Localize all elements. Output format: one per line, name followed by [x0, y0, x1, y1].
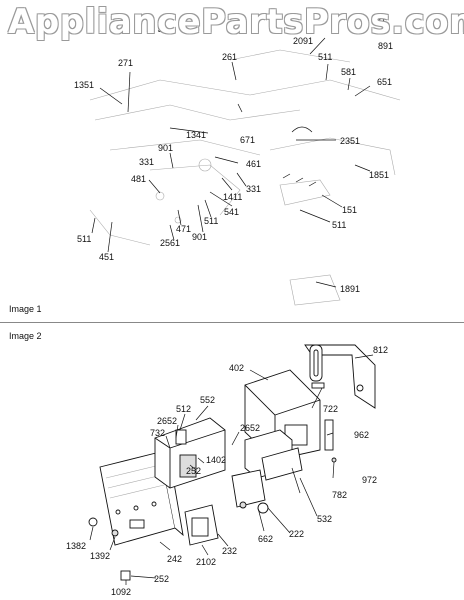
- image1-drawing: [89, 49, 401, 306]
- callout: 1 51: [150, 24, 168, 34]
- callout: 541: [224, 207, 239, 217]
- callout: 451: [99, 252, 114, 262]
- image1-callouts: 1351 271 261 881 891 2091 511 581 651 13…: [74, 16, 393, 294]
- callout: 581: [341, 67, 356, 77]
- callout: 1351: [74, 80, 94, 90]
- callout: 1891: [340, 284, 360, 294]
- callout: 722: [323, 404, 338, 414]
- callout: 511: [204, 216, 218, 226]
- callout: 252: [186, 466, 201, 476]
- callout: 671: [240, 135, 255, 145]
- callout: 511: [318, 52, 332, 62]
- callout: 331: [246, 184, 261, 194]
- callout: 962: [354, 430, 369, 440]
- callout: 901: [192, 232, 207, 242]
- callout: 481: [131, 174, 146, 184]
- callout: 1411: [223, 192, 242, 202]
- callout: 271: [118, 58, 133, 68]
- callout: 662: [258, 534, 273, 544]
- callout: 151: [342, 205, 357, 215]
- callout: 1851: [369, 170, 389, 180]
- callout: 532: [317, 514, 332, 524]
- callout: 1341: [186, 130, 206, 140]
- callout: 232: [222, 546, 237, 556]
- callout: 471: [176, 224, 191, 234]
- callout: 782: [332, 490, 347, 500]
- callout: 972: [362, 475, 377, 485]
- callout: 2561: [160, 238, 180, 248]
- callout: 2091: [293, 36, 313, 46]
- callout: 331: [139, 157, 154, 167]
- callout: 1092: [111, 587, 131, 597]
- callout: 1392: [90, 551, 110, 561]
- panel-divider: [0, 322, 464, 323]
- callout: 261: [222, 52, 237, 62]
- callout: 511: [77, 234, 91, 244]
- callout: 2652: [157, 416, 177, 426]
- callout: 252: [154, 574, 169, 584]
- callout: 512: [176, 404, 191, 414]
- callout: 222: [289, 529, 304, 539]
- callout: 651: [377, 77, 392, 87]
- callout: 1402: [206, 455, 226, 465]
- callout: 461: [246, 159, 261, 169]
- callout: 511: [332, 220, 346, 230]
- image2-callouts: 812 402 722 552 512 2652 732 2652 962 14…: [66, 345, 388, 597]
- callout: 812: [373, 345, 388, 355]
- image2-label: Image 2: [9, 331, 42, 341]
- callout: 402: [229, 363, 244, 373]
- callout: 2652: [240, 423, 260, 433]
- callout: 901: [158, 143, 173, 153]
- callout: 881: [371, 16, 386, 26]
- callout: 891: [378, 41, 393, 51]
- callout: 552: [200, 395, 215, 405]
- callout: 2102: [196, 557, 216, 567]
- callout: 1382: [66, 541, 86, 551]
- image2-drawing: [88, 344, 376, 581]
- callout: 2351: [340, 136, 360, 146]
- callout: 242: [167, 554, 182, 564]
- image2-leaders: [89, 354, 374, 585]
- callout: 732: [150, 428, 165, 438]
- image1-leaders: [91, 37, 371, 288]
- image1-label: Image 1: [9, 304, 42, 314]
